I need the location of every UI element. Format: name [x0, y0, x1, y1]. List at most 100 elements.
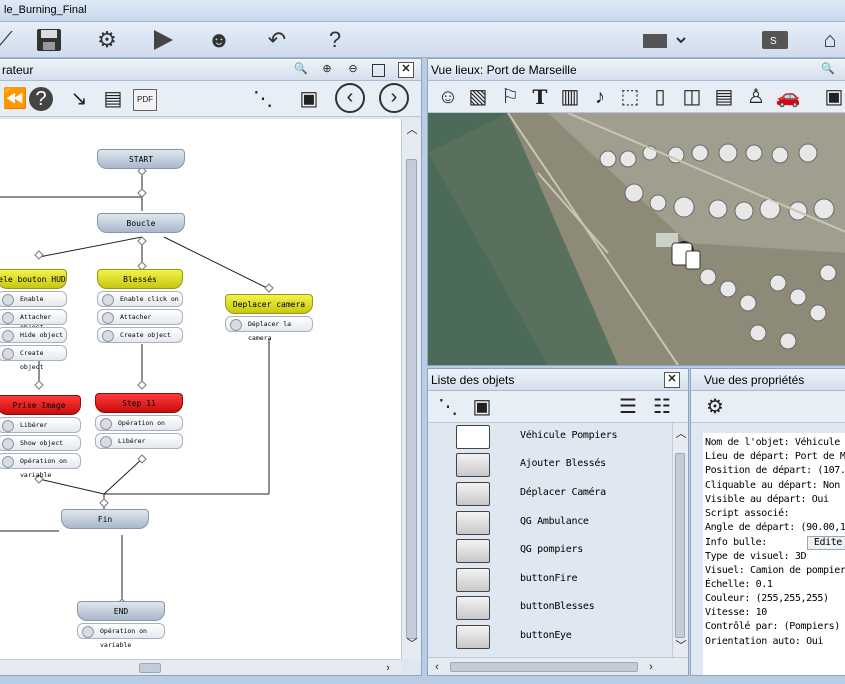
node-deplacer-row[interactable]: Déplacer la camera: [225, 316, 313, 342]
previous-icon[interactable]: ‹: [335, 83, 365, 113]
objects-list[interactable]: Véhicule Pompiers Ajouter Blessés Déplac…: [428, 423, 672, 657]
list-item[interactable]: buttonBlesses: [456, 594, 686, 622]
list-item[interactable]: QG pompiers: [456, 537, 686, 565]
link-icon[interactable]: ↘: [70, 88, 88, 110]
cube-icon[interactable]: ▣: [472, 396, 492, 418]
list-item[interactable]: Déplacer Caméra: [456, 480, 686, 508]
music-icon[interactable]: ♪: [595, 86, 605, 108]
node-boucle[interactable]: Boucle: [97, 213, 185, 233]
car-icon[interactable]: 🚗: [775, 86, 801, 108]
next-icon[interactable]: ›: [379, 83, 409, 113]
map-image: [428, 113, 845, 365]
node-hud-row[interactable]: Create object: [0, 345, 67, 371]
cube-icon[interactable]: ▣: [299, 88, 319, 110]
node-image-row[interactable]: Libérer: [0, 417, 81, 433]
scroll-left-icon[interactable]: ‹: [435, 661, 439, 673]
help-icon[interactable]: ?: [328, 27, 342, 52]
document-icon[interactable]: ▤: [714, 86, 734, 108]
node-step[interactable]: Step 11 Opération on variable Libérer: [95, 393, 183, 449]
node-image[interactable]: Prise Image Libérer Show object Opératio…: [0, 395, 81, 479]
scroll-thumb[interactable]: [675, 453, 685, 638]
list-item[interactable]: buttonFire: [456, 566, 686, 594]
scroll-up-icon[interactable]: ︿: [675, 428, 687, 440]
node-fin[interactable]: Fin: [61, 509, 149, 529]
undo-icon[interactable]: ↶: [267, 27, 287, 52]
hierarchy-icon[interactable]: ⋱: [253, 88, 273, 110]
node-end[interactable]: END Opération on variable: [77, 601, 165, 649]
scroll-right-icon[interactable]: ›: [386, 662, 390, 674]
node-hud[interactable]: ele bouton HUD Feu Enable click on objec…: [0, 269, 67, 371]
node-end-row[interactable]: Opération on variable: [77, 623, 165, 649]
editor-hscrollbar[interactable]: ›: [0, 659, 401, 675]
hierarchy-icon[interactable]: ⋱: [438, 396, 458, 418]
node-step-row[interactable]: Opération on variable: [95, 415, 183, 441]
film-icon[interactable]: ▥: [560, 86, 580, 108]
notes-icon[interactable]: ▤: [103, 88, 123, 110]
cube-icon[interactable]: ▣: [824, 86, 844, 108]
hscroll-thumb[interactable]: [450, 662, 638, 672]
save-icon[interactable]: [34, 25, 64, 55]
play-icon[interactable]: [148, 25, 178, 55]
flag-icon[interactable]: ⚐: [501, 86, 519, 108]
image-icon[interactable]: ▧: [468, 86, 488, 108]
node-hud-row[interactable]: Enable click on object: [0, 291, 67, 331]
character-icon[interactable]: ☺: [437, 86, 459, 108]
pdf-icon[interactable]: PDF: [133, 89, 157, 111]
node-image-row[interactable]: Show object: [0, 435, 81, 451]
node-fin-title: Fin: [61, 509, 149, 529]
pin-icon[interactable]: ♙: [747, 86, 765, 108]
node-blesses-row[interactable]: Create object: [97, 327, 183, 343]
node-image-row[interactable]: Opération on variable: [0, 453, 81, 479]
users-icon[interactable]: ☻: [207, 27, 231, 52]
list-item[interactable]: Véhicule Pompiers: [456, 423, 686, 451]
node-start-title: START: [97, 149, 185, 169]
zoom-out-icon[interactable]: ⊖: [348, 63, 358, 75]
scroll-down-icon[interactable]: ﹀: [675, 640, 687, 652]
house-icon[interactable]: ⌂: [823, 27, 837, 52]
objects-vscrollbar[interactable]: ︿ ﹀: [672, 423, 688, 657]
node-start[interactable]: START: [97, 149, 185, 169]
properties-panel: Vue des propriétés ⚙ Nom de l'objet: Véh…: [690, 368, 845, 676]
run-icon[interactable]: ⟋: [0, 27, 13, 52]
prop-name: Nom de l'objet: Véhicule Pompiers: [705, 437, 845, 448]
node-blesses-row[interactable]: Enable click on object: [97, 291, 183, 317]
zoom-fit-icon[interactable]: 🔍: [294, 63, 308, 75]
question-icon[interactable]: ?: [29, 87, 53, 111]
editor-vscrollbar[interactable]: ︿ ﹀: [401, 119, 421, 659]
node-deplacer[interactable]: Deplacer camera Déplacer la camera: [225, 294, 313, 342]
scroll-right-icon[interactable]: ›: [649, 661, 653, 673]
settings-icon[interactable]: ⚙: [97, 27, 117, 52]
scroll-up-icon[interactable]: ︿: [406, 124, 418, 136]
scroll-down-icon[interactable]: ﹀: [406, 638, 418, 650]
list-item[interactable]: Ajouter Blessés: [456, 451, 686, 479]
graph-canvas[interactable]: START Boucle ele bouton HUD Feu Enable c…: [0, 119, 401, 659]
door-icon[interactable]: ▯: [654, 86, 666, 108]
selection-icon[interactable]: ⬚: [620, 86, 640, 108]
window-icon[interactable]: [640, 25, 688, 55]
shop-icon[interactable]: S: [760, 25, 790, 55]
node-blesses-row[interactable]: Attacher: [97, 309, 183, 325]
maximize-icon[interactable]: [372, 64, 385, 77]
zoom-in-icon[interactable]: ⊕: [322, 63, 332, 75]
list-item[interactable]: buttonEye: [456, 623, 686, 651]
hscroll-thumb[interactable]: [139, 663, 161, 673]
close-icon[interactable]: ✕: [398, 62, 414, 78]
scroll-thumb[interactable]: [406, 159, 417, 639]
satellite-map[interactable]: [428, 113, 845, 365]
filter-icon[interactable]: ☰: [619, 396, 637, 418]
close-icon[interactable]: ✕: [664, 372, 680, 388]
settings-icon[interactable]: ⚙: [706, 396, 724, 418]
objects-hscrollbar[interactable]: ‹ ›: [428, 657, 688, 675]
zoom-icon[interactable]: 🔍: [821, 63, 835, 75]
list-item[interactable]: QG Ambulance: [456, 509, 686, 537]
sort-icon[interactable]: ☷: [653, 396, 671, 418]
text-icon[interactable]: T: [532, 85, 548, 109]
box-icon[interactable]: ◫: [682, 86, 702, 108]
node-step-row[interactable]: Libérer: [95, 433, 183, 449]
sound-icon[interactable]: ⏪: [2, 88, 28, 110]
list-item-label: Véhicule Pompiers: [520, 430, 618, 441]
edit-button[interactable]: Edite: [806, 536, 845, 551]
node-blesses[interactable]: Blessés Enable click on object Attacher …: [97, 269, 183, 343]
node-hud-row[interactable]: Attacher: [0, 309, 67, 325]
node-hud-row[interactable]: Hide object: [0, 327, 67, 343]
